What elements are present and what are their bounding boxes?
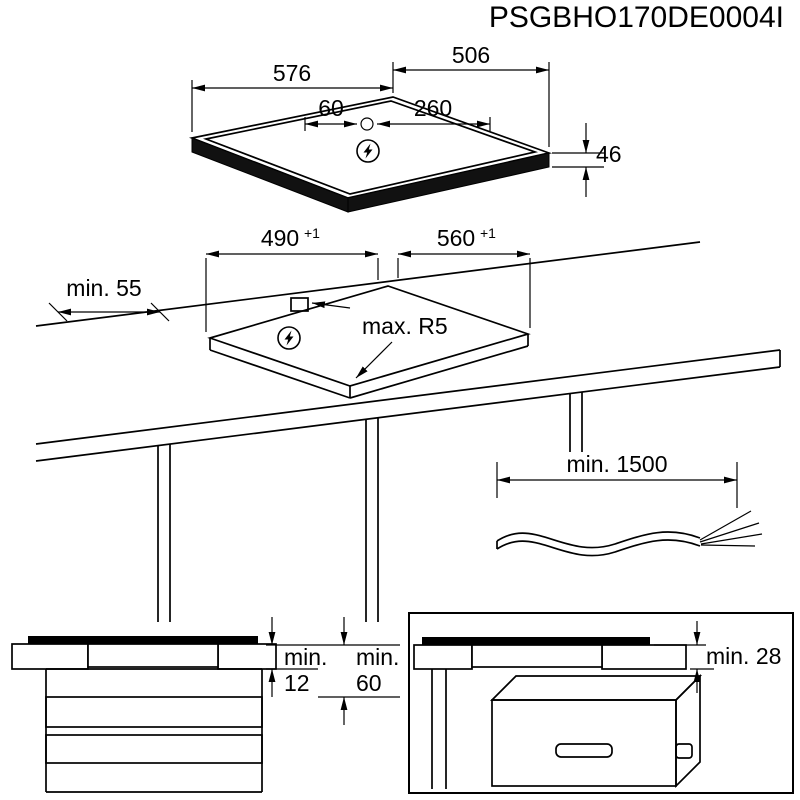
hob-side-right	[347, 152, 550, 213]
cable-length-dim: min. 1500	[566, 451, 667, 477]
gap-a-min-label: min.	[284, 644, 327, 670]
corner-radius-label: max. R5	[362, 313, 448, 339]
cable-top	[496, 531, 701, 549]
oven-section-view: min. 28	[408, 612, 794, 794]
mains-cable-view: min. 1500	[496, 451, 763, 557]
cable-wire-strand	[700, 533, 763, 545]
cable-wire-strand	[699, 510, 752, 541]
hob-width-dim: 576	[273, 60, 311, 86]
power-connection-icon	[356, 139, 380, 163]
oven-gap-dim: min. 28	[706, 643, 781, 669]
hob-body-section	[87, 643, 219, 668]
worktop-cutout-view: 490 +1 560 +1 min. 55 max. R5	[35, 225, 781, 622]
worktop-left-section	[11, 643, 89, 670]
gap-a-value: 12	[284, 670, 310, 696]
cable-hole-icon	[360, 117, 374, 131]
hob-height-dim: 46	[596, 141, 622, 167]
hob-side-left	[191, 137, 349, 213]
worktop-left-section	[413, 644, 473, 670]
hob-glass-section	[422, 637, 650, 645]
hob-body-section	[471, 644, 603, 668]
hob-isometric-view: 576 506 60 260 46	[188, 42, 622, 213]
oven-knob	[675, 743, 693, 759]
cutout-depth-dim: 490	[261, 225, 299, 251]
oven-front	[491, 699, 677, 787]
gap-b-min-label: min.	[356, 644, 399, 670]
edge-clearance-dim: min. 55	[66, 275, 141, 301]
cutout-width-dim: 560	[437, 225, 475, 251]
detail-box-border	[408, 612, 794, 794]
cable-wire-strand	[699, 522, 760, 543]
worktop-front-bottom-edge	[35, 366, 781, 462]
cable-hole-offset-left: 60	[318, 95, 344, 121]
oven-handle	[555, 743, 613, 758]
power-connection-icon	[277, 326, 301, 350]
oven-top	[489, 675, 703, 701]
terminal-box	[290, 297, 309, 312]
worktop-front-edge	[35, 349, 781, 445]
hob-glass-section	[28, 636, 258, 644]
cutout-wall	[349, 345, 529, 399]
cable-bottom	[496, 539, 701, 557]
cutout-depth-tolerance: +1	[304, 225, 320, 241]
cutout-wall	[209, 349, 351, 399]
worktop-right-section	[601, 644, 687, 670]
hob-glass-edge	[202, 100, 539, 195]
gap-b-value: 60	[356, 670, 382, 696]
cable-hole-offset-right: 260	[414, 95, 452, 121]
worktop-right-section	[217, 643, 277, 670]
terminal-box-leader	[311, 301, 351, 309]
corner-radius-leader	[355, 341, 393, 379]
drawer-front	[45, 734, 263, 764]
cable-wire-strand	[700, 544, 756, 547]
drawer-front	[45, 696, 263, 728]
drawing-code-title: PSGBHO170DE0004I	[489, 1, 784, 34]
hob-depth-dim: 506	[452, 42, 490, 68]
cutout-width-tolerance: +1	[480, 225, 496, 241]
cabinet-section-view: min. 12 min. 60	[11, 617, 400, 793]
